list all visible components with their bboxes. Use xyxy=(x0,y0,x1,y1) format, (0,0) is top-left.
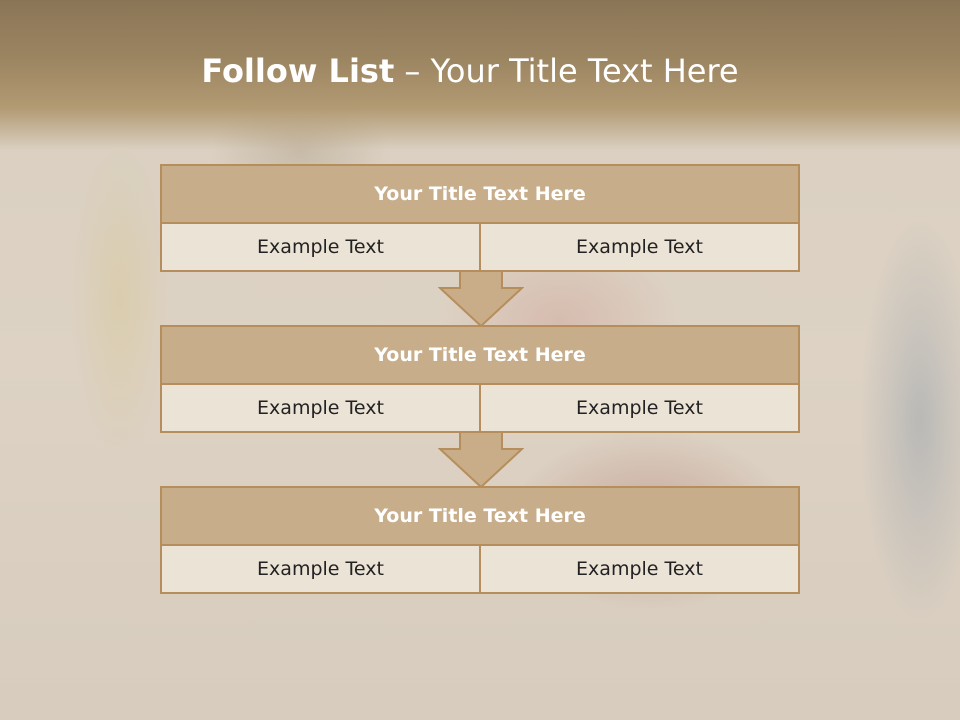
step-row: Example Text Example Text xyxy=(162,546,798,592)
step-cell-left: Example Text xyxy=(162,546,479,592)
step-title: Your Title Text Here xyxy=(162,488,798,546)
step-row: Example Text Example Text xyxy=(162,224,798,270)
step-title: Your Title Text Here xyxy=(162,327,798,385)
down-arrow-icon xyxy=(438,431,524,489)
step-cell-left: Example Text xyxy=(162,385,479,431)
slide-title-bold: Follow List xyxy=(201,52,395,90)
step-block-3: Your Title Text Here Example Text Exampl… xyxy=(160,486,800,594)
slide-title-rest: – Your Title Text Here xyxy=(394,52,739,90)
step-cell-right: Example Text xyxy=(479,546,798,592)
step-block-1: Your Title Text Here Example Text Exampl… xyxy=(160,164,800,272)
step-block-2: Your Title Text Here Example Text Exampl… xyxy=(160,325,800,433)
slide-title: Follow List – Your Title Text Here xyxy=(0,52,940,90)
header-band xyxy=(0,0,960,150)
step-row: Example Text Example Text xyxy=(162,385,798,431)
step-cell-right: Example Text xyxy=(479,385,798,431)
step-title: Your Title Text Here xyxy=(162,166,798,224)
down-arrow-icon xyxy=(438,270,524,328)
step-cell-right: Example Text xyxy=(479,224,798,270)
step-cell-left: Example Text xyxy=(162,224,479,270)
